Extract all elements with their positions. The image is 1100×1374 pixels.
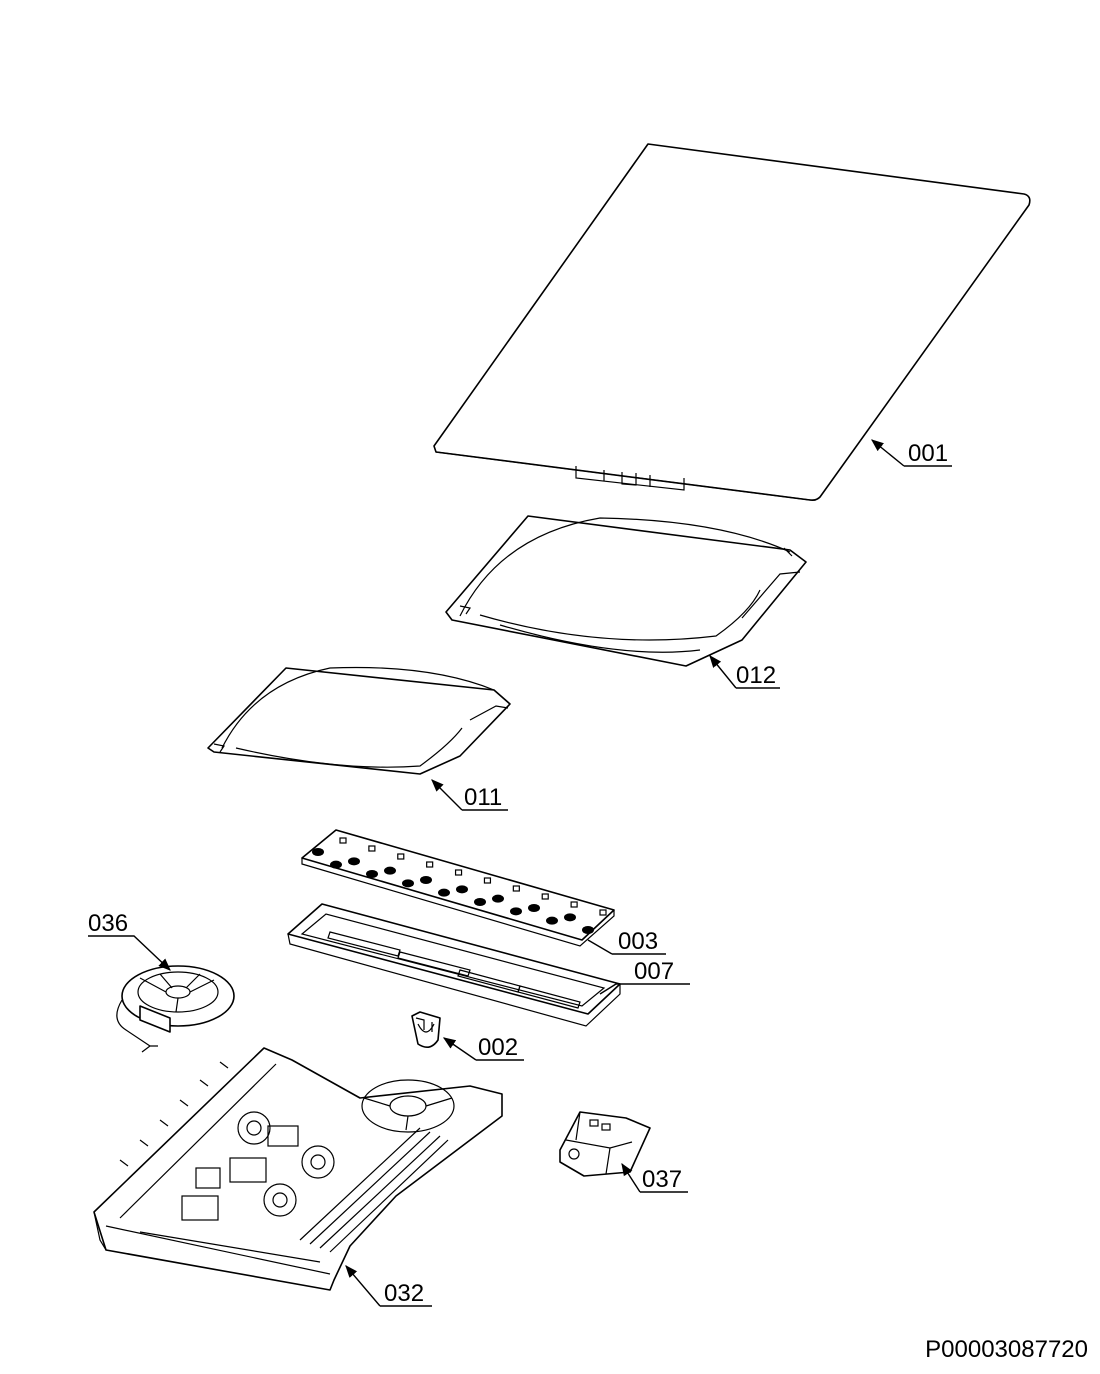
board-led bbox=[570, 901, 578, 908]
induction-coil-large bbox=[445, 515, 807, 667]
board-component bbox=[420, 876, 432, 884]
callout-002: 002 bbox=[478, 1034, 519, 1061]
leader-007 bbox=[599, 983, 690, 995]
leader-036 bbox=[88, 935, 171, 971]
leader-003 bbox=[587, 939, 666, 955]
board-led bbox=[368, 845, 376, 852]
callout-011: 011 bbox=[464, 784, 503, 811]
board-component bbox=[366, 870, 378, 878]
leader-002 bbox=[444, 1038, 524, 1061]
board-led bbox=[483, 877, 492, 884]
board-led bbox=[426, 861, 434, 868]
leader-lines bbox=[88, 440, 952, 1307]
leader-001 bbox=[872, 440, 952, 467]
board-component bbox=[510, 907, 522, 916]
board-component bbox=[312, 848, 324, 856]
board-led bbox=[397, 853, 405, 860]
callout-036: 036 bbox=[88, 910, 129, 937]
cooling-fan bbox=[116, 965, 235, 1053]
callout-037: 037 bbox=[642, 1166, 683, 1193]
drawing-number: P00003087720 bbox=[925, 1336, 1088, 1363]
callout-003: 003 bbox=[618, 928, 659, 955]
control-board bbox=[301, 829, 615, 947]
callout-012: 012 bbox=[736, 662, 777, 689]
leader-012 bbox=[710, 656, 780, 689]
callout-001: 001 bbox=[908, 440, 949, 467]
board-component bbox=[438, 888, 450, 897]
board-component bbox=[492, 894, 504, 903]
board-led bbox=[454, 869, 463, 876]
leader-037 bbox=[622, 1164, 688, 1193]
leader-032 bbox=[346, 1266, 432, 1307]
power-board-chassis bbox=[93, 1047, 503, 1291]
board-component bbox=[528, 904, 540, 912]
board-component bbox=[546, 916, 558, 925]
board-led bbox=[599, 909, 607, 916]
board-led bbox=[541, 893, 549, 900]
induction-coil-small bbox=[207, 666, 511, 775]
board-component bbox=[564, 913, 576, 922]
board-component bbox=[348, 857, 360, 866]
board-component bbox=[330, 860, 342, 869]
board-component bbox=[456, 885, 468, 894]
callout-032: 032 bbox=[384, 1280, 425, 1307]
board-component bbox=[384, 866, 396, 875]
glass-top-plate bbox=[433, 143, 1031, 501]
mounting-clip bbox=[411, 1011, 441, 1048]
leader-011 bbox=[432, 780, 508, 811]
board-led bbox=[339, 837, 347, 844]
terminal-block bbox=[559, 1111, 651, 1177]
board-led bbox=[512, 885, 520, 892]
callout-007: 007 bbox=[634, 958, 675, 985]
board-component bbox=[582, 926, 594, 934]
board-component bbox=[474, 898, 486, 906]
board-component bbox=[402, 879, 414, 888]
